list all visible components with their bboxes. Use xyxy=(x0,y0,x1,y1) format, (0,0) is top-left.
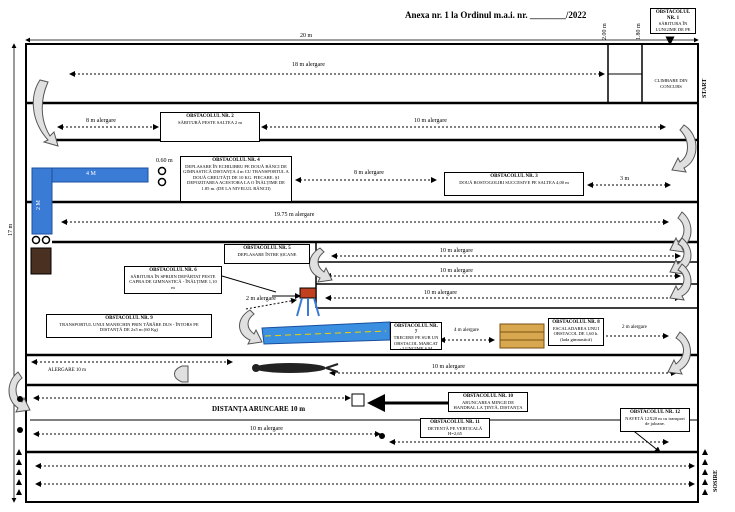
run-18m-label: 18 m alergare xyxy=(292,62,325,68)
run-10m-b-label: 10 m alergare xyxy=(440,248,473,254)
run-3m-label: 3 m xyxy=(620,176,630,182)
run-2m-label: 2 m alergare xyxy=(246,296,276,302)
height-dimension-label: 17 m xyxy=(8,223,14,236)
page-title: Anexa nr. 1 la Ordinul m.a.i. nr. ______… xyxy=(405,10,587,20)
run-10m-e-label: 10 m alergare xyxy=(432,364,465,370)
dim-180-label: 1.80 m xyxy=(636,23,642,40)
run-4m-label: 4 m alergare xyxy=(454,328,479,333)
run-10m-d-label: 10 m alergare xyxy=(424,290,457,296)
run-10m-f-label: 10 m alergare xyxy=(250,426,283,432)
run-1975m-label: 19.75 m alergare xyxy=(274,212,315,218)
run-8m-a-label: 8 m alergare xyxy=(86,118,116,124)
run-10m-c-label: 10 m alergare xyxy=(440,268,473,274)
distanta-aruncare-label: DISTANȚA ARUNCARE 10 m xyxy=(212,405,306,413)
bench-4m-label: 4 M xyxy=(86,171,96,177)
run-10m-a-label: 10 m alergare xyxy=(414,118,447,124)
bench-2m-label: 2 M xyxy=(36,200,42,210)
sosire-label: SOSIRE xyxy=(713,469,719,492)
width-dimension-label: 20 m xyxy=(300,33,313,39)
dim-060-label: 0.60 m xyxy=(156,158,173,164)
climb-label: CLIMBARE DIN CONCURS xyxy=(654,78,688,89)
dim-200-label: 2.00 m xyxy=(602,23,608,40)
alergare-10m-label: ALERGARE 10 m xyxy=(48,368,87,373)
run-8m-b-label: 8 m alergare xyxy=(354,170,384,176)
run-2m-b-label: 2 m alergare xyxy=(622,325,647,330)
start-label: START xyxy=(702,78,708,98)
